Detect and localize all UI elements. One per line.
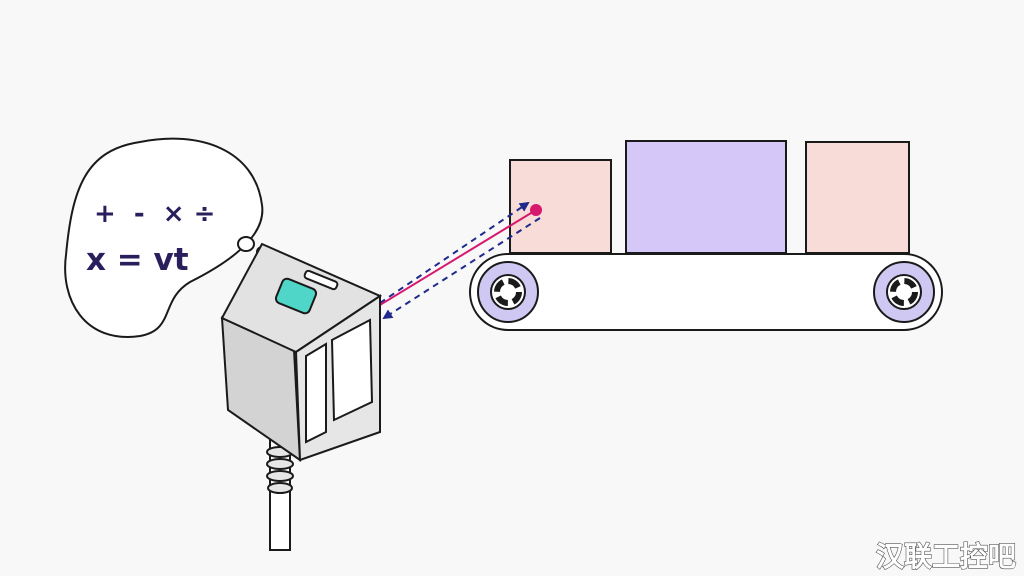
conveyor-items xyxy=(509,140,910,254)
reflected-beam xyxy=(382,217,541,320)
conveyor-belt-icon xyxy=(469,253,943,331)
box-right-pink xyxy=(805,141,910,254)
watermark-text: 汉联工控吧 xyxy=(876,540,1016,573)
thought-bubble: + - × ÷ x = vt xyxy=(64,137,268,338)
emitted-laser xyxy=(379,209,537,306)
box-small-pink xyxy=(509,159,612,254)
conveyor-belt xyxy=(469,253,943,331)
left-roller xyxy=(477,261,539,323)
outgoing-beam xyxy=(379,201,530,304)
motion-formula: x = vt xyxy=(86,242,189,278)
sensor-cable xyxy=(266,439,294,551)
sensor-slot xyxy=(303,269,339,291)
laser-beams xyxy=(379,201,542,320)
sensor-window-wide xyxy=(330,318,374,422)
thought-dot-large xyxy=(237,236,255,252)
right-roller xyxy=(873,261,935,323)
laser-distance-sensor-icon xyxy=(220,242,383,551)
laser-target-dot xyxy=(530,204,542,216)
math-operators: + - × ÷ xyxy=(94,199,215,229)
sensor-lens xyxy=(274,277,318,315)
box-large-purple xyxy=(625,140,787,254)
sensor-window-narrow xyxy=(305,342,327,444)
